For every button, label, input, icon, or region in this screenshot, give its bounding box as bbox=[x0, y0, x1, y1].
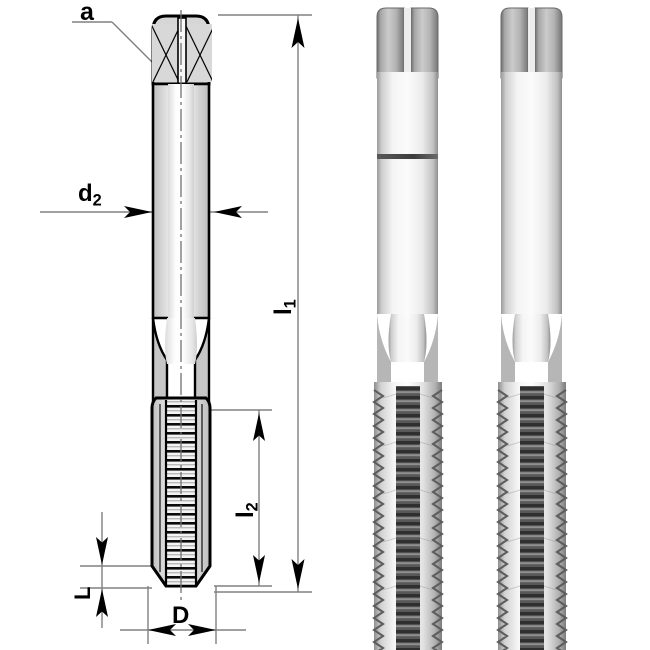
second-thread-flanks bbox=[372, 389, 444, 650]
second-shank-face-left bbox=[376, 7, 405, 81]
third-flute-core bbox=[512, 314, 551, 362]
second-flute-right bbox=[424, 314, 438, 396]
third-shank-gap bbox=[528, 8, 535, 78]
chamfer-angle-label: a bbox=[80, 0, 94, 25]
third-thread-core bbox=[520, 386, 544, 650]
shank-hatch-left bbox=[152, 24, 178, 82]
lead-length-label: L bbox=[70, 586, 95, 600]
third-tap-view bbox=[496, 7, 568, 650]
dimension-lines bbox=[40, 14, 312, 644]
second-thread-shading bbox=[382, 393, 434, 591]
shank-diameter-label: d2 bbox=[78, 182, 102, 209]
arrow-l1-bottom bbox=[291, 559, 305, 589]
lead-length-text: L bbox=[70, 586, 95, 600]
thread-length-text: l bbox=[232, 511, 259, 518]
arrow-l2-top bbox=[253, 413, 265, 441]
shank-diameter-subscript: 2 bbox=[92, 191, 102, 210]
arrow-d2-left bbox=[124, 206, 152, 218]
arrow-L-bottom bbox=[96, 589, 108, 617]
cross-section-view bbox=[150, 10, 212, 600]
third-thread-shading bbox=[506, 393, 558, 591]
dimension-arrowheads bbox=[96, 18, 305, 636]
second-tap-view bbox=[372, 7, 444, 650]
chamfer-angle-text: a bbox=[80, 0, 94, 26]
arrow-D-left bbox=[148, 624, 176, 636]
second-flute-left bbox=[377, 314, 391, 396]
shank-diameter-text: d bbox=[78, 180, 93, 207]
arrow-D-right bbox=[188, 624, 216, 636]
shank-center-gap bbox=[177, 17, 187, 85]
flute-right bbox=[193, 317, 211, 410]
second-shank-lower bbox=[377, 159, 438, 314]
second-shank-gap bbox=[404, 8, 411, 78]
nominal-diameter-text: D bbox=[172, 602, 190, 629]
overall-length-label: l1 bbox=[270, 299, 300, 315]
arrow-d2-right bbox=[214, 206, 242, 218]
second-shank-upper bbox=[377, 72, 438, 155]
arrow-l2-bottom bbox=[253, 555, 265, 583]
thread-length-label: l2 bbox=[232, 502, 262, 518]
third-thread-flanks bbox=[496, 389, 568, 650]
third-shank-face-left bbox=[500, 7, 529, 81]
tip-chamfer-right bbox=[194, 565, 212, 587]
flute-left bbox=[151, 317, 169, 410]
thread-length-subscript: 2 bbox=[243, 502, 262, 512]
nominal-diameter-label: D bbox=[172, 604, 189, 628]
overall-length-subscript: 1 bbox=[281, 299, 300, 309]
arrow-L-top bbox=[96, 537, 108, 565]
second-ring-mark bbox=[377, 154, 438, 159]
third-flute-left bbox=[501, 314, 515, 396]
third-shank-body bbox=[501, 72, 562, 314]
overall-length-text: l bbox=[270, 308, 297, 315]
third-shank-face-right bbox=[534, 7, 563, 81]
arrow-l1-top bbox=[291, 18, 305, 48]
second-shank-face-right bbox=[410, 7, 439, 81]
shank-hatch-right bbox=[186, 24, 212, 82]
tip-chamfer-left bbox=[150, 565, 168, 587]
second-thread-core bbox=[396, 386, 420, 650]
third-flute-right bbox=[548, 314, 562, 396]
second-flute-core bbox=[388, 314, 427, 362]
